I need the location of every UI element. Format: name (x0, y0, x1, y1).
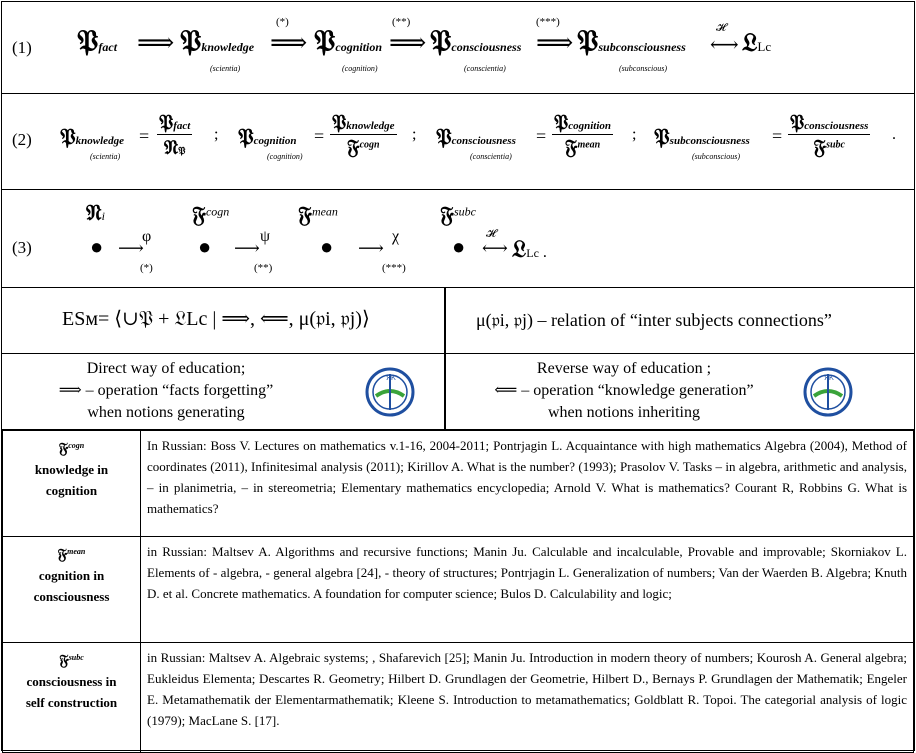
reference-text: in Russian: Maltsev A. Algebraic systems… (140, 642, 914, 753)
arrow-3: ⟶ (358, 238, 384, 258)
row-education: Direct way of education; ⟹ – operation “… (2, 354, 914, 430)
sep: ; (632, 126, 637, 143)
row-number: (2) (12, 130, 32, 149)
eq-3: 𝔓consciousness (436, 124, 516, 150)
row-formula-3: (3) 𝔑i ● φ ⟶ (*) 𝔉cogn ● ψ ⟶ (**) 𝔉mean … (2, 190, 914, 288)
emblem-icon: ЯК (365, 367, 415, 417)
iso-arrow: ⟷ (482, 238, 508, 258)
eq-2: 𝔓cognition (238, 124, 297, 150)
sep: . (892, 126, 896, 143)
column-divider (444, 288, 446, 430)
eq-1-eq: = (139, 126, 150, 146)
row-label: 𝔉subc consciousness in self construction (2, 642, 141, 753)
implies-arrow: ⟹ (536, 28, 574, 57)
p-subconsciousness: 𝔓subconsciousness (577, 24, 686, 59)
eq-3-eq: = (536, 126, 547, 146)
f-cogn: 𝔉cogn (192, 202, 230, 228)
reverse-line-1: Reverse way of education ; (536, 360, 712, 377)
sep: ; (412, 126, 417, 143)
direct-line-3: when notions generating (87, 404, 245, 421)
knowledge-note: (scientia) (210, 64, 241, 73)
direct-line-2: ⟹ – operation “facts forgetting” (58, 382, 274, 399)
row-label: 𝔉mean cognition in consciousness (2, 536, 141, 643)
row-number: (3) (12, 238, 32, 257)
table-row: 𝔉mean cognition in consciousness in Russ… (2, 536, 914, 643)
consciousness-note: (conscientia) (464, 64, 506, 73)
eq-4-fraction: 𝔓consciousness 𝔉subc (788, 110, 871, 159)
cognition-note: (cognition) (342, 64, 378, 73)
eq-1-fraction: 𝔓fact 𝔑𝔓 (157, 110, 193, 159)
eq-3-note: (conscientia) (470, 152, 512, 161)
esm-formula: ESм= ⟨∪𝔓 + 𝔏Lc | ⟹, ⟸, μ(𝔭i, 𝔭j)⟩ (62, 308, 370, 330)
m3-label: (***) (382, 262, 406, 274)
implies-arrow: ⟹ (270, 28, 308, 57)
eq-4-note: (subconscious) (692, 152, 740, 161)
implies-arrow: ⟹ (137, 28, 175, 57)
row-label: 𝔉cogn knowledge in cognition (2, 430, 141, 537)
arrow-1: ⟶ (118, 238, 144, 258)
l-lc: 𝔏Lc . (512, 234, 547, 263)
p-cognition: 𝔓cognition (314, 24, 383, 59)
l-lc: 𝔏Lc (742, 28, 772, 58)
eq-2-note: (cognition) (267, 152, 303, 161)
sep: ; (214, 126, 219, 143)
reverse-way: Reverse way of education ; ⟸ – operation… (454, 358, 794, 424)
m2-label: (**) (254, 262, 273, 274)
psi-label: ψ (260, 228, 271, 245)
row-formula-2: (2) 𝔓knowledge (scientia) = 𝔓fact 𝔑𝔓 ; 𝔓… (2, 94, 914, 190)
mark-3: (***) (536, 16, 560, 28)
table-row: 𝔉subc consciousness in self construction… (2, 642, 914, 753)
mu-relation: μ(𝔭i, 𝔭j) – relation of “inter subjects … (476, 310, 832, 330)
eq-4: 𝔓subconsciousness (654, 124, 750, 150)
p-knowledge: 𝔓knowledge (180, 24, 255, 59)
iso-label: 𝓗 (486, 228, 496, 240)
mark-2: (**) (392, 16, 411, 28)
direct-line-1: Direct way of education; (86, 360, 246, 377)
eq-2-fraction: 𝔓knowledge 𝔉cogn (330, 110, 397, 159)
eq-3-fraction: 𝔓cognition 𝔉mean (552, 110, 614, 159)
phi-label: φ (142, 228, 152, 245)
eq-2-eq: = (314, 126, 325, 146)
node-dot: ● (198, 234, 212, 259)
reverse-line-3: when notions inheriting (548, 404, 700, 421)
node-dot: ● (90, 234, 104, 259)
f-mean: 𝔉mean (298, 202, 338, 228)
chi-label: χ (392, 228, 400, 245)
reference-text: in Russian: Maltsev A. Algorithms and re… (140, 536, 914, 643)
arrow-2: ⟶ (234, 238, 260, 258)
table-row: 𝔉cogn knowledge in cognition In Russian:… (2, 430, 914, 537)
iso-label: 𝓗 (716, 22, 726, 34)
p-fact: 𝔓fact (77, 24, 118, 59)
subconsciousness-note: (subconscious) (619, 64, 667, 73)
svg-text:ЯК: ЯК (824, 374, 834, 382)
svg-text:ЯК: ЯК (386, 374, 396, 382)
reference-text: In Russian: Boss V. Lectures on mathemat… (140, 430, 914, 537)
n-i: 𝔑i (86, 200, 105, 226)
eq-1-note: (scientia) (90, 152, 121, 161)
p-consciousness: 𝔓consciousness (430, 24, 522, 59)
iso-arrow: ⟷ (710, 34, 739, 56)
node-dot: ● (320, 234, 334, 259)
reverse-line-2: ⟸ – operation “knowledge generation” (494, 382, 754, 399)
eq-4-eq: = (772, 126, 783, 146)
m1-label: (*) (140, 262, 153, 274)
direct-way: Direct way of education; ⟹ – operation “… (6, 358, 326, 424)
row-formula-1: (1) 𝔓fact ⟹ 𝔓knowledge (scientia) (*) ⟹ … (2, 2, 914, 94)
mark-1: (*) (276, 16, 289, 28)
row-number: (1) (12, 38, 32, 57)
references-table: 𝔉cogn knowledge in cognition In Russian:… (2, 430, 914, 753)
eq-1: 𝔓knowledge (60, 124, 124, 150)
implies-arrow: ⟹ (389, 28, 427, 57)
node-dot: ● (452, 234, 466, 259)
f-subc: 𝔉subc (440, 202, 476, 228)
emblem-icon: ЯК (803, 367, 853, 417)
row-esm: ESм= ⟨∪𝔓 + 𝔏Lc | ⟹, ⟸, μ(𝔭i, 𝔭j)⟩ μ(𝔭i, … (2, 288, 914, 354)
